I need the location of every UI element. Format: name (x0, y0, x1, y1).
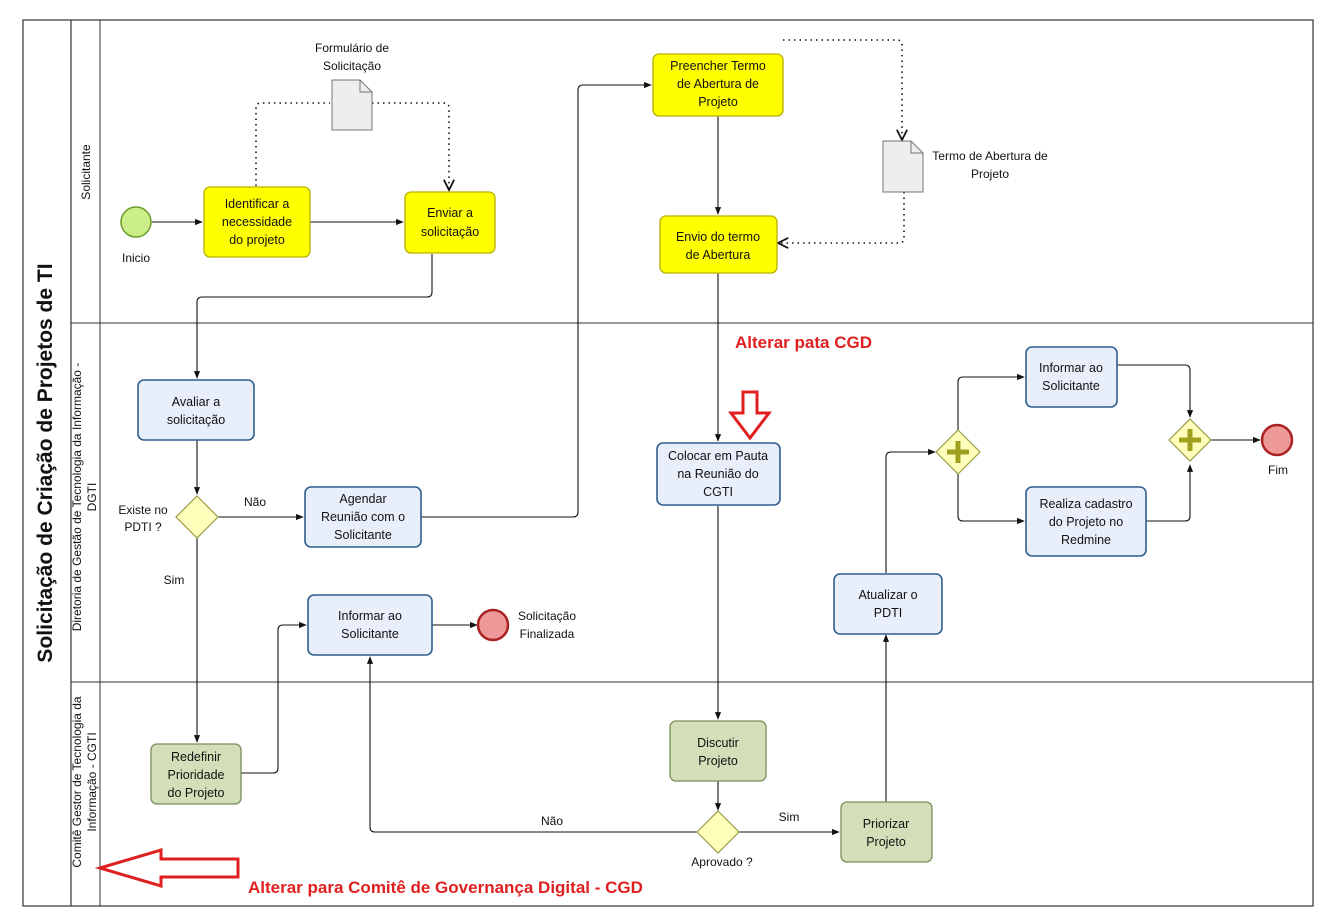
task-priorizar: Priorizar Projeto (840, 801, 933, 863)
task-enviar-line1: Enviar a (427, 206, 473, 220)
task-realiza-line3: Redmine (1061, 533, 1111, 547)
lane-solicitante-label: Solicitante (79, 144, 93, 200)
sequence-flows (152, 81, 1261, 836)
task-redefinir-line3: do Projeto (168, 786, 225, 800)
flow-aprovado-informar (366, 656, 697, 833)
gateway-existe-label-2: PDTI ? (124, 520, 162, 534)
task-avaliar: Avaliar a solicitação (137, 379, 255, 441)
task-agendar-line1: Agendar (339, 492, 386, 506)
lane-cgti-label-line2: Informação - CGTI (85, 732, 99, 831)
flow-informar-join (1117, 364, 1194, 418)
task-preencher-line1: Preencher Termo (670, 59, 766, 73)
task-discutir: Discutir Projeto (669, 720, 767, 782)
flow-label-sim-bottom: Sim (779, 810, 800, 824)
task-atualizar: Atualizar o PDTI (833, 573, 943, 635)
task-envio-line2: de Abertura (686, 248, 751, 262)
formulario-label-2: Solicitação (323, 59, 381, 73)
flow-label-sim-left: Sim (164, 573, 185, 587)
gateway-aprovado: Aprovado ? (691, 810, 753, 869)
task-discutir-line2: Projeto (698, 754, 738, 768)
assoc-identificar-formulario (255, 102, 330, 186)
task-colocar-line3: CGTI (703, 485, 733, 499)
data-object-formulario: Formulário de Solicitação (315, 41, 389, 131)
flow-label-nao-top: Não (244, 495, 266, 509)
lane-dgti-label-line1: Diretoria de Gestão de Tecnologia da Inf… (70, 363, 84, 632)
flow-split-informar (957, 373, 1025, 430)
task-redefinir: Redefinir Prioridade do Projeto (150, 743, 242, 805)
gateway-parallel-join (1168, 418, 1212, 462)
task-realiza-line2: do Projeto no (1049, 515, 1123, 529)
task-envio-termo: Envio do termo de Abertura (659, 215, 778, 274)
task-agendar-line3: Solicitante (334, 528, 392, 542)
termo-label-2: Projeto (971, 167, 1009, 181)
lane-labels: Solicitante Diretoria de Gestão de Tecno… (70, 144, 99, 868)
task-redefinir-line2: Prioridade (168, 768, 225, 782)
flow-enviar-avaliar (193, 254, 433, 379)
task-enviar: Enviar a solicitação (404, 191, 496, 254)
flow-label-nao-bottom: Não (541, 814, 563, 828)
red-down-arrow-icon (727, 390, 773, 441)
pool-title: Solicitação de Criação de Projetos de TI (34, 263, 57, 662)
task-identificar-line1: Identificar a (225, 197, 290, 211)
gateway-existe: Existe no PDTI ? (118, 495, 219, 539)
task-informar-top-line2: Solicitante (1042, 379, 1100, 393)
task-realiza-line1: Realiza cadastro (1039, 497, 1132, 511)
task-redefinir-line1: Redefinir (171, 750, 221, 764)
task-colocar: Colocar em Pauta na Reunião do CGTI (656, 442, 781, 506)
note-alterar-cgd: Alterar pata CGD (735, 333, 872, 352)
associations (255, 39, 905, 243)
start-label: Inicio (122, 251, 150, 265)
task-agendar: Agendar Reunião com o Solicitante (304, 486, 422, 548)
task-atualizar-line1: Atualizar o (858, 588, 917, 602)
task-agendar-line2: Reunião com o (321, 510, 405, 524)
task-identificar-line3: do projeto (229, 233, 285, 247)
assoc-preencher-termo (783, 39, 902, 140)
task-envio-line1: Envio do termo (676, 230, 760, 244)
task-preencher-line2: de Abertura de (677, 77, 759, 91)
flow-redefinir-informar (241, 621, 307, 774)
task-priorizar-line1: Priorizar (863, 817, 910, 831)
task-enviar-line2: solicitação (421, 225, 479, 239)
assoc-termo-envio (778, 192, 905, 243)
start-event: Inicio (120, 206, 152, 265)
task-avaliar-line1: Avaliar a (172, 395, 220, 409)
end-finalizada-label-1: Solicitação (518, 609, 576, 623)
task-identificar-line2: necessidade (222, 215, 292, 229)
task-avaliar-line2: solicitação (167, 413, 225, 427)
task-identificar: Identificar a necessidade do projeto (203, 186, 311, 258)
red-left-arrow-icon (94, 847, 240, 889)
termo-label-1: Termo de Abertura de (932, 149, 1048, 163)
flow-atualizar-split (885, 448, 936, 573)
data-object-termo: Termo de Abertura de Projeto (882, 140, 1048, 193)
gateway-existe-label-1: Existe no (118, 503, 168, 517)
gateway-aprovado-label: Aprovado ? (691, 855, 753, 869)
end-event-fim: Fim (1260, 423, 1294, 477)
flow-split-realiza (957, 474, 1025, 525)
task-colocar-line2: na Reunião do (677, 467, 758, 481)
task-informar-top-line1: Informar ao (1039, 361, 1103, 375)
task-informar-top: Informar ao Solicitante (1025, 346, 1118, 408)
lane-cgti-label-line1: Comitê Gestor de Tecnologia da (70, 696, 84, 868)
task-preencher: Preencher Termo de Abertura de Projeto (652, 53, 784, 117)
flow-agendar-preencher (421, 81, 652, 518)
task-realiza: Realiza cadastro do Projeto no Redmine (1025, 486, 1147, 557)
end-finalizada-label-2: Finalizada (520, 627, 575, 641)
task-discutir-line1: Discutir (697, 736, 739, 750)
flow-realiza-join (1146, 464, 1194, 522)
assoc-formulario-enviar (372, 102, 449, 190)
task-priorizar-line2: Projeto (866, 835, 906, 849)
task-informar-dgti-line1: Informar ao (338, 609, 402, 623)
end-event-finalizada: Solicitação Finalizada (476, 608, 576, 642)
task-colocar-line1: Colocar em Pauta (668, 449, 768, 463)
lane-dgti-label-line2: DGTI (85, 483, 99, 512)
note-alterar-comite: Alterar para Comitê de Governança Digita… (248, 878, 643, 897)
task-informar-dgti: Informar ao Solicitante (307, 594, 433, 656)
gateway-parallel-split (935, 429, 981, 475)
formulario-label-1: Formulário de (315, 41, 389, 55)
task-informar-dgti-line2: Solicitante (341, 627, 399, 641)
end-fim-label: Fim (1268, 463, 1288, 477)
task-preencher-line3: Projeto (698, 95, 738, 109)
task-atualizar-line2: PDTI (874, 606, 902, 620)
